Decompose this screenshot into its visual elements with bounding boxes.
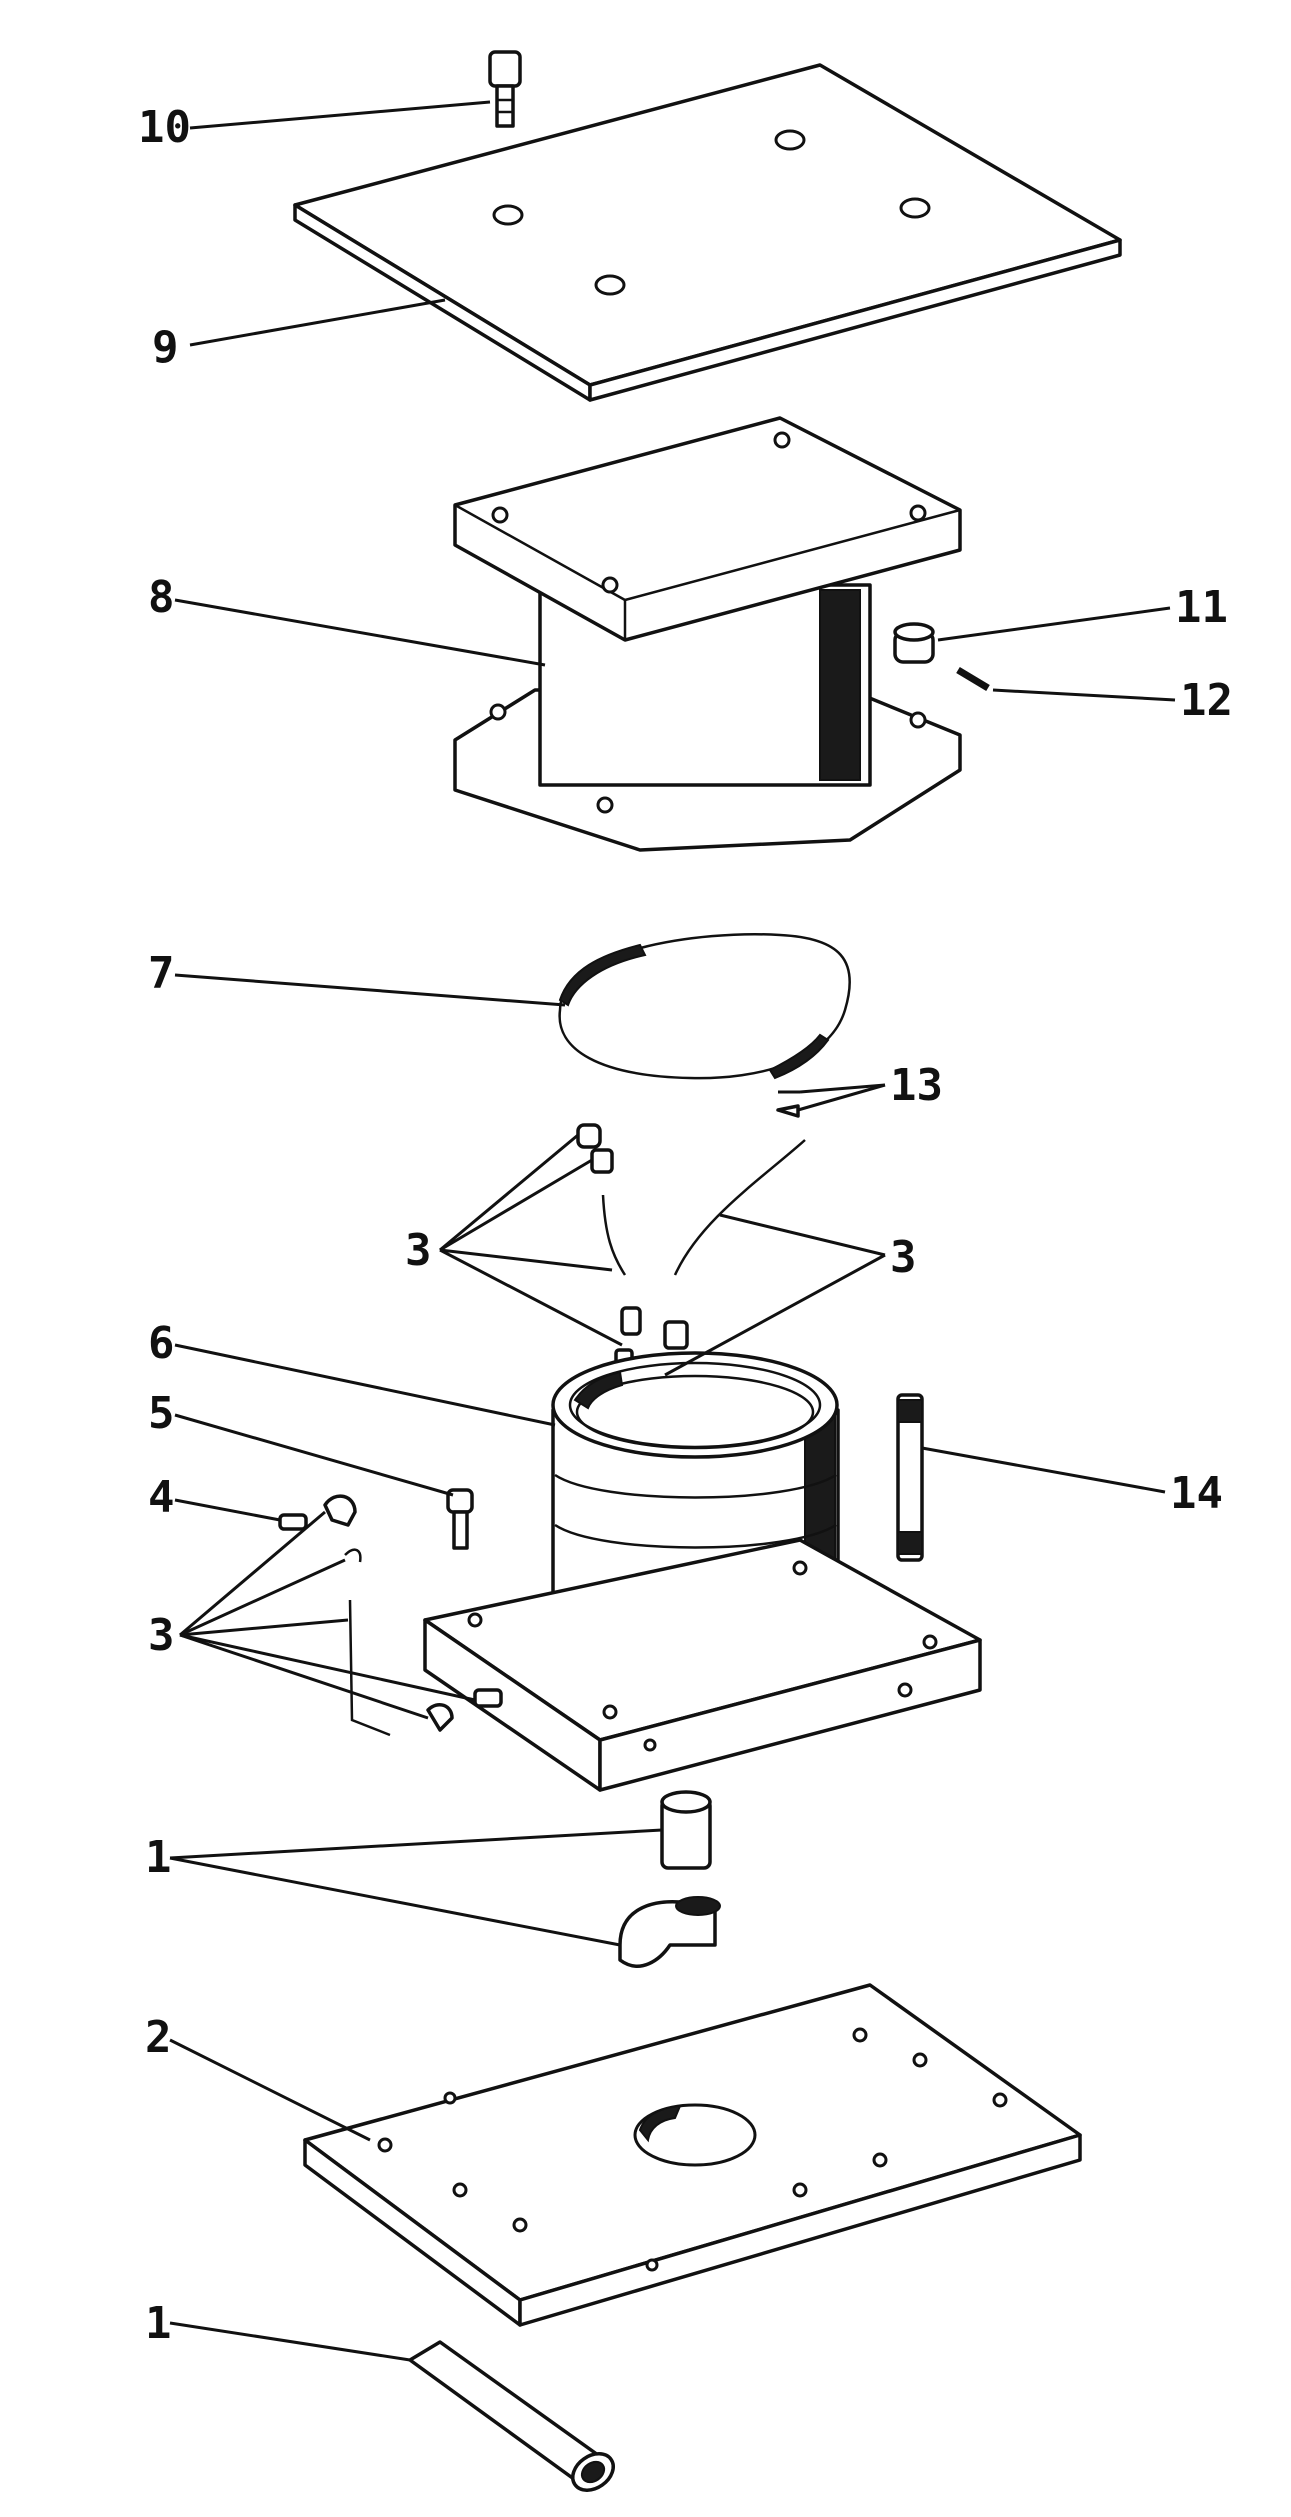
- label-13: 13: [890, 1060, 943, 1111]
- part-7-snap-ring: [558, 933, 851, 1080]
- label-5: 5: [148, 1388, 175, 1439]
- part-1-lower-pipe: [408, 2340, 615, 2492]
- label-1-bottom: 1: [145, 2298, 172, 2349]
- leader-lines: [169, 100, 1176, 2362]
- label-3-upper-right: 3: [890, 1232, 917, 1283]
- label-12: 12: [1180, 675, 1233, 726]
- part-11-nut: [893, 622, 935, 664]
- part-9-top-plate: [293, 63, 1122, 402]
- part-10-cap-screw: [488, 50, 522, 128]
- label-14: 14: [1170, 1468, 1223, 1519]
- label-9: 9: [152, 322, 179, 373]
- label-3-lower-left: 3: [148, 1610, 175, 1661]
- part-8-housing: [453, 416, 962, 852]
- part-14-threaded-rod: [896, 1393, 924, 1562]
- part-12-pin: [956, 666, 990, 692]
- part-2-base-plate: [303, 1983, 1082, 2327]
- label-8: 8: [148, 572, 175, 623]
- label-1-top: 1: [145, 1832, 172, 1883]
- label-10: 10: [138, 102, 191, 153]
- label-7: 7: [148, 948, 175, 999]
- callout-labels: 10 9 8 11 12 7 13 3 3 6 5 14 4 3 1 2 1: [138, 102, 1233, 2349]
- part-1-upper-fittings: [618, 1790, 721, 1968]
- label-6: 6: [148, 1318, 175, 1369]
- part-13-screws: [776, 1090, 800, 1118]
- label-4: 4: [148, 1472, 175, 1523]
- label-11: 11: [1175, 582, 1228, 633]
- part-6-base-flange: [423, 1538, 982, 1792]
- label-2: 2: [145, 2012, 172, 2063]
- part-3-lower-fittings: [323, 1494, 503, 1737]
- label-3-upper-left: 3: [405, 1225, 432, 1276]
- part-4-plug: [278, 1513, 308, 1531]
- part-5-bolt: [446, 1488, 474, 1550]
